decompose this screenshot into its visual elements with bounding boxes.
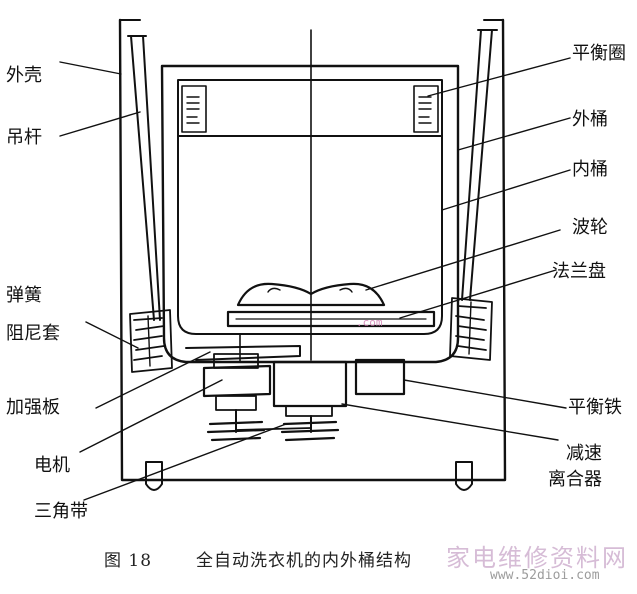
label-damping-sleeve: 阻尼套 <box>6 323 60 344</box>
spring-left <box>130 310 172 372</box>
label-balance-ring: 平衡圈 <box>572 43 626 64</box>
label-motor: 电机 <box>34 455 70 476</box>
motor <box>204 354 270 440</box>
label-reducer-line1: 减速 <box>566 443 602 464</box>
watermark-url: www.52dioi.com <box>490 568 600 583</box>
leader-damping <box>86 322 138 348</box>
leader-outer-tub <box>458 118 570 150</box>
watermark-site-name: 家电维修资料网 <box>446 544 628 572</box>
caption-title: 全自动洗衣机的内外桶结构 <box>196 551 412 571</box>
reducer-clutch <box>274 362 346 440</box>
label-suspension-rod: 吊杆 <box>6 127 42 148</box>
leader-outer-shell <box>60 62 121 74</box>
balance-iron <box>356 360 404 394</box>
outer-shell <box>120 20 505 480</box>
inner-tub <box>178 80 442 334</box>
leader-lines <box>60 58 570 500</box>
balance-ring <box>178 86 442 136</box>
leader-flange-plate <box>400 270 556 318</box>
leader-v-belt <box>84 424 286 500</box>
flange-plate <box>228 312 434 326</box>
label-outer-tub: 外桶 <box>572 109 608 130</box>
leader-reinforcing-plate <box>96 352 210 408</box>
label-spring: 弹簧 <box>6 285 42 306</box>
label-v-belt: 三角带 <box>34 501 88 522</box>
label-reinforcing-plate: 加强板 <box>6 397 60 418</box>
suspension-rod-right <box>462 30 497 300</box>
leader-suspension-rod <box>60 112 140 136</box>
label-balance-iron: 平衡铁 <box>568 397 622 418</box>
label-inner-tub: 内桶 <box>572 159 608 180</box>
watermark-mid: .com <box>356 316 383 329</box>
feet <box>146 462 472 490</box>
leader-balance-iron <box>404 380 566 408</box>
label-outer-shell: 外壳 <box>6 65 42 86</box>
leader-motor <box>80 380 222 452</box>
label-flange-plate: 法兰盘 <box>552 261 606 282</box>
leader-pulsator <box>366 230 560 290</box>
reinforcing-plate <box>186 334 300 362</box>
label-pulsator: 波轮 <box>572 217 608 238</box>
suspension-rod-left <box>128 36 160 320</box>
spring-right <box>450 298 492 360</box>
label-reducer-line2: 离合器 <box>548 469 602 490</box>
pulsator <box>238 284 384 305</box>
caption-figure-number: 图 18 <box>104 551 153 571</box>
leader-balance-ring <box>428 58 570 96</box>
outer-tub <box>162 66 458 362</box>
leader-inner-tub <box>442 170 570 210</box>
leader-reducer <box>342 404 558 440</box>
